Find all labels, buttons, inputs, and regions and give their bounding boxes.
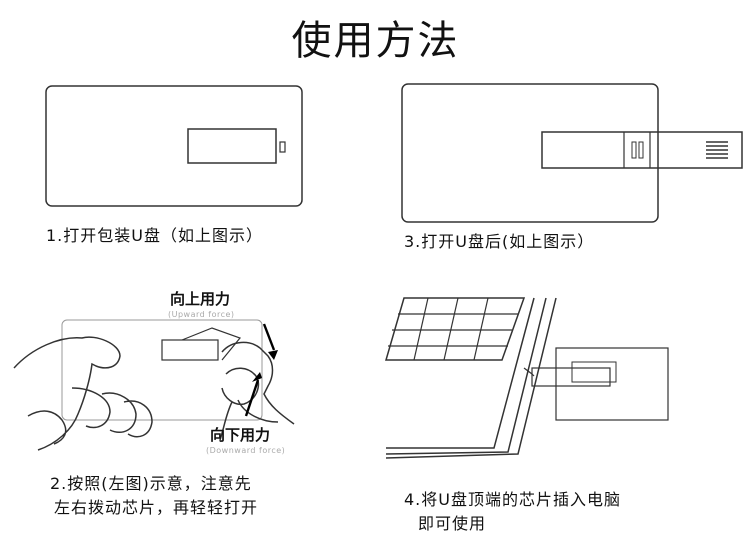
step2-caption-line1: 2.按照(左图)示意，注意先: [50, 474, 252, 493]
hands-opening-card-illustration: [13, 319, 295, 451]
opened-card-illustration: [401, 83, 743, 223]
step2-caption-line2: 左右拨动芯片，再轻轻打开: [54, 498, 259, 517]
step4-caption-line1: 4.将U盘顶端的芯片插入电脑: [404, 490, 621, 509]
step1-caption: 1.打开包装U盘（如上图示）: [46, 226, 263, 245]
upward-force-english: (Upward force): [168, 310, 235, 319]
upward-force-label: 向上用力: [170, 290, 231, 308]
downward-force-english: (Downward force): [206, 446, 286, 455]
step3-caption: 3.打开U盘后(如上图示）: [404, 232, 595, 251]
downward-force-label: 向下用力: [210, 426, 271, 444]
page-title: 使用方法: [291, 18, 460, 64]
usb-contacts-icon: [706, 141, 728, 159]
step4-caption-line2: 即可使用: [418, 514, 487, 533]
closed-card-illustration: [45, 85, 303, 207]
laptop-insert-illustration: [385, 297, 669, 459]
